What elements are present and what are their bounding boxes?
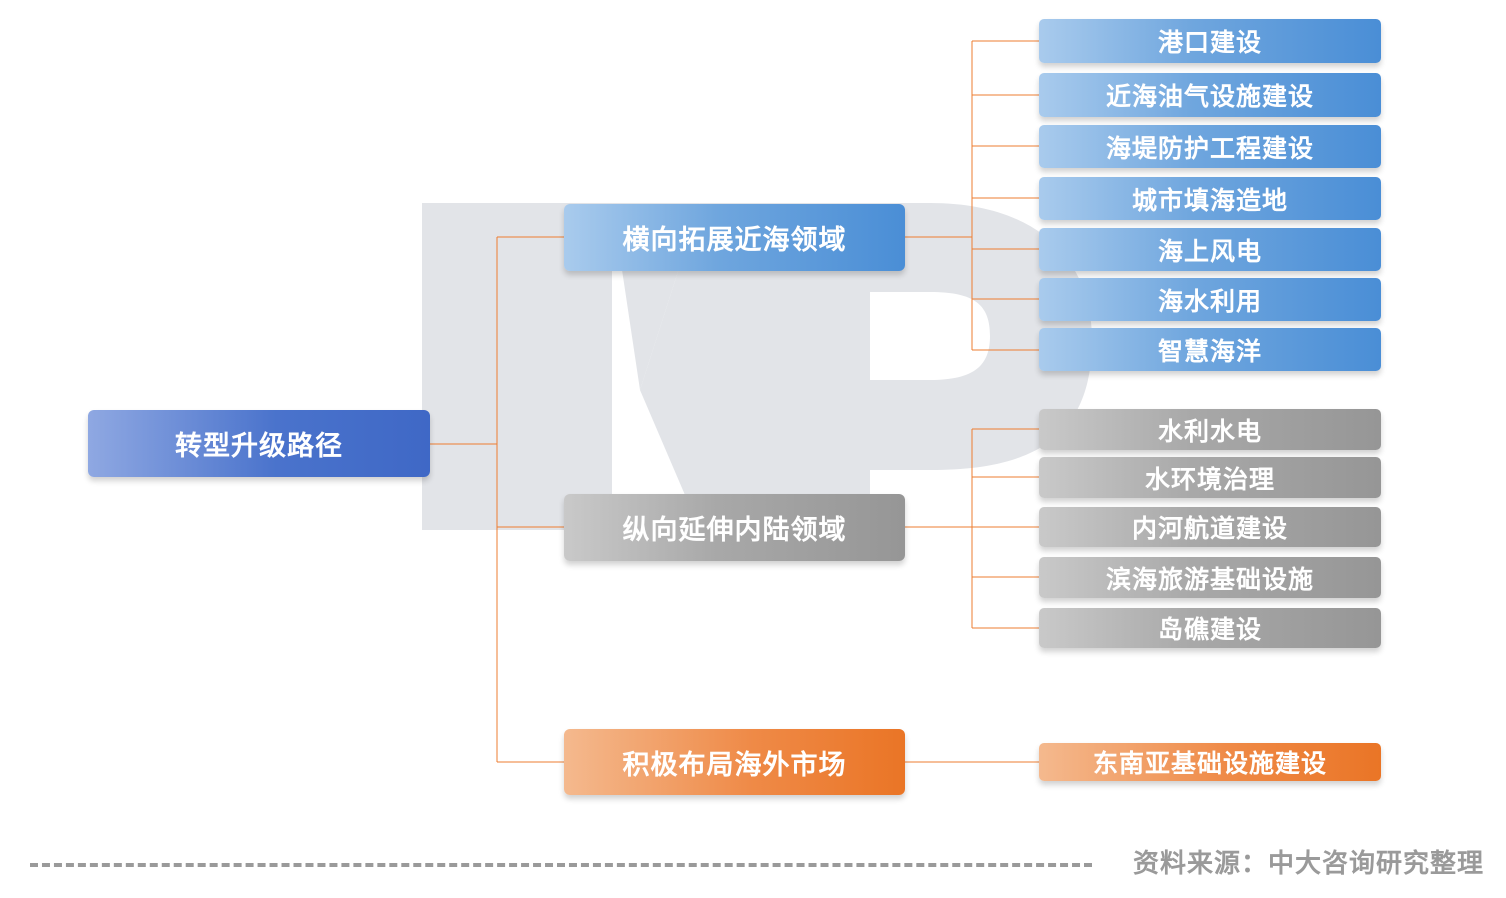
leaf-node: 智慧海洋	[1039, 328, 1381, 371]
branch-node-overseas: 积极布局海外市场	[564, 729, 905, 795]
leaf-node: 岛礁建设	[1039, 608, 1381, 648]
leaf-node: 水利水电	[1039, 409, 1381, 450]
branch-node-coastal: 横向拓展近海领域	[564, 204, 905, 271]
footer-divider	[30, 863, 1092, 867]
root-node: 转型升级路径	[88, 410, 430, 477]
branch-node-inland: 纵向延伸内陆领域	[564, 494, 905, 561]
leaf-node: 海上风电	[1039, 228, 1381, 271]
leaf-node: 海水利用	[1039, 278, 1381, 321]
leaf-node: 东南亚基础设施建设	[1039, 743, 1381, 781]
leaf-node: 水环境治理	[1039, 457, 1381, 498]
leaf-node: 近海油气设施建设	[1039, 73, 1381, 117]
leaf-node: 海堤防护工程建设	[1039, 125, 1381, 168]
leaf-node: 内河航道建设	[1039, 507, 1381, 547]
leaf-node: 滨海旅游基础设施	[1039, 557, 1381, 598]
leaf-node: 港口建设	[1039, 19, 1381, 63]
leaf-node: 城市填海造地	[1039, 177, 1381, 220]
source-note: 资料来源：中大咨询研究整理	[1132, 849, 1484, 879]
